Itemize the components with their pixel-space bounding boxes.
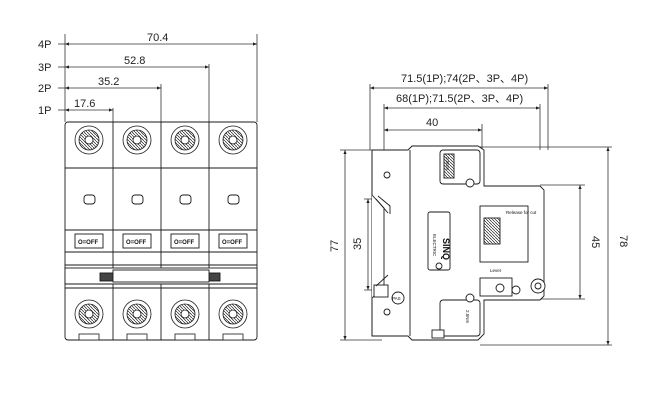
- side-dimensions: [340, 84, 612, 346]
- terminal-bottom-3: [170, 299, 200, 329]
- bottom-torque-label: 2.5Nm: [465, 310, 470, 324]
- pole-label-4p: 4P: [38, 39, 51, 51]
- depth-inner: 40: [426, 117, 438, 129]
- width-1p: 17.6: [74, 98, 95, 110]
- pole-label-2p: 2P: [38, 83, 51, 95]
- depth-top: 71.5(1P);74(2P、3P、4P): [401, 73, 528, 85]
- terminal-top-3: [170, 125, 200, 155]
- depth-mid: 68(1P);71.5(2P、3P、4P): [396, 93, 523, 105]
- terminal-top-2: [122, 125, 152, 155]
- height-body: 77: [329, 240, 341, 252]
- switch-label-2: O=OFF: [126, 240, 147, 246]
- terminal-top-1: [74, 125, 104, 155]
- brand-logo: SINQ: [441, 238, 451, 260]
- lock-slots: [83, 194, 240, 205]
- pole-label-3p: 3P: [38, 62, 51, 74]
- switch-label-4: O=OFF: [222, 240, 243, 246]
- terminals: [74, 125, 248, 341]
- switch-label-1: O=OFF: [78, 240, 99, 246]
- width-4p: 70.4: [147, 32, 168, 44]
- height-rail: 35: [352, 238, 364, 250]
- height-total: 78: [617, 235, 629, 247]
- tag-label: PAS: [392, 296, 401, 301]
- breaker-front-view: [64, 121, 258, 341]
- terminal-top-4: [218, 125, 248, 155]
- release-label: Release for cut: [506, 210, 537, 215]
- brand-subtitle: ELECTRIC: [432, 234, 437, 257]
- width-3p: 52.8: [124, 55, 145, 67]
- terminal-bottom-4: [218, 299, 248, 329]
- top-torque-label: 2.5Nm: [445, 157, 450, 171]
- switch-label-3: O=OFF: [174, 240, 195, 246]
- width-2p: 35.2: [98, 76, 119, 88]
- breaker-side-view: [371, 145, 546, 341]
- front-dimensions: [58, 34, 258, 122]
- toggle-windows: [74, 233, 248, 249]
- terminal-bottom-1: [74, 299, 104, 329]
- height-window: 45: [589, 236, 601, 248]
- pole-label-1p: 1P: [38, 105, 51, 117]
- lever-label: Lever: [490, 268, 502, 273]
- terminal-bottom-2: [122, 299, 152, 329]
